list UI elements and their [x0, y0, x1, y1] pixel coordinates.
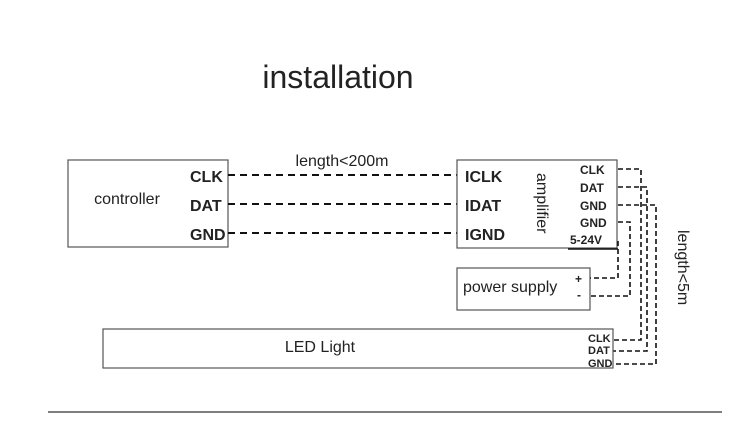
led-pin-gnd: GND [588, 358, 613, 370]
amplifier-out-dat: DAT [580, 181, 604, 195]
power-supply-minus: - [577, 288, 581, 302]
amplifier-out-clk: CLK [580, 163, 605, 177]
amplifier-out-power: 5-24V [570, 233, 602, 247]
power-supply-label: power supply [463, 279, 557, 296]
led-light-box [102, 328, 614, 369]
controller-pin-dat: DAT [190, 198, 222, 215]
controller-pin-clk: CLK [190, 169, 223, 186]
wire-power-plus [590, 241, 619, 279]
amplifier-pin-iclk: ICLK [465, 169, 503, 186]
controller-pin-gnd: GND [190, 227, 226, 244]
amplifier-pin-idat: IDAT [465, 198, 501, 215]
amplifier-label: amplifier [533, 173, 550, 234]
controller-label: controller [94, 191, 160, 208]
led-pin-clk: CLK [588, 333, 611, 345]
wire-out-gnd [612, 204, 657, 365]
amplifier-out-gnd-2: GND [580, 216, 607, 230]
diagram-title: installation [262, 59, 413, 95]
amplifier-pin-ignd: IGND [465, 227, 505, 244]
amplifier-out-gnd: GND [580, 199, 607, 213]
output-length-label: length<5m [674, 230, 691, 305]
led-light-label: LED Light [285, 339, 356, 356]
wire-out-dat [612, 186, 648, 352]
power-supply-plus: + [575, 272, 582, 286]
power-supply-box [456, 267, 591, 311]
amplifier-box [456, 159, 618, 249]
wire-out-clk [612, 168, 642, 341]
wire-power-minus [590, 221, 631, 297]
cable-length-label: length<200m [296, 153, 389, 170]
led-pin-dat: DAT [588, 345, 610, 357]
controller-box [67, 159, 229, 248]
